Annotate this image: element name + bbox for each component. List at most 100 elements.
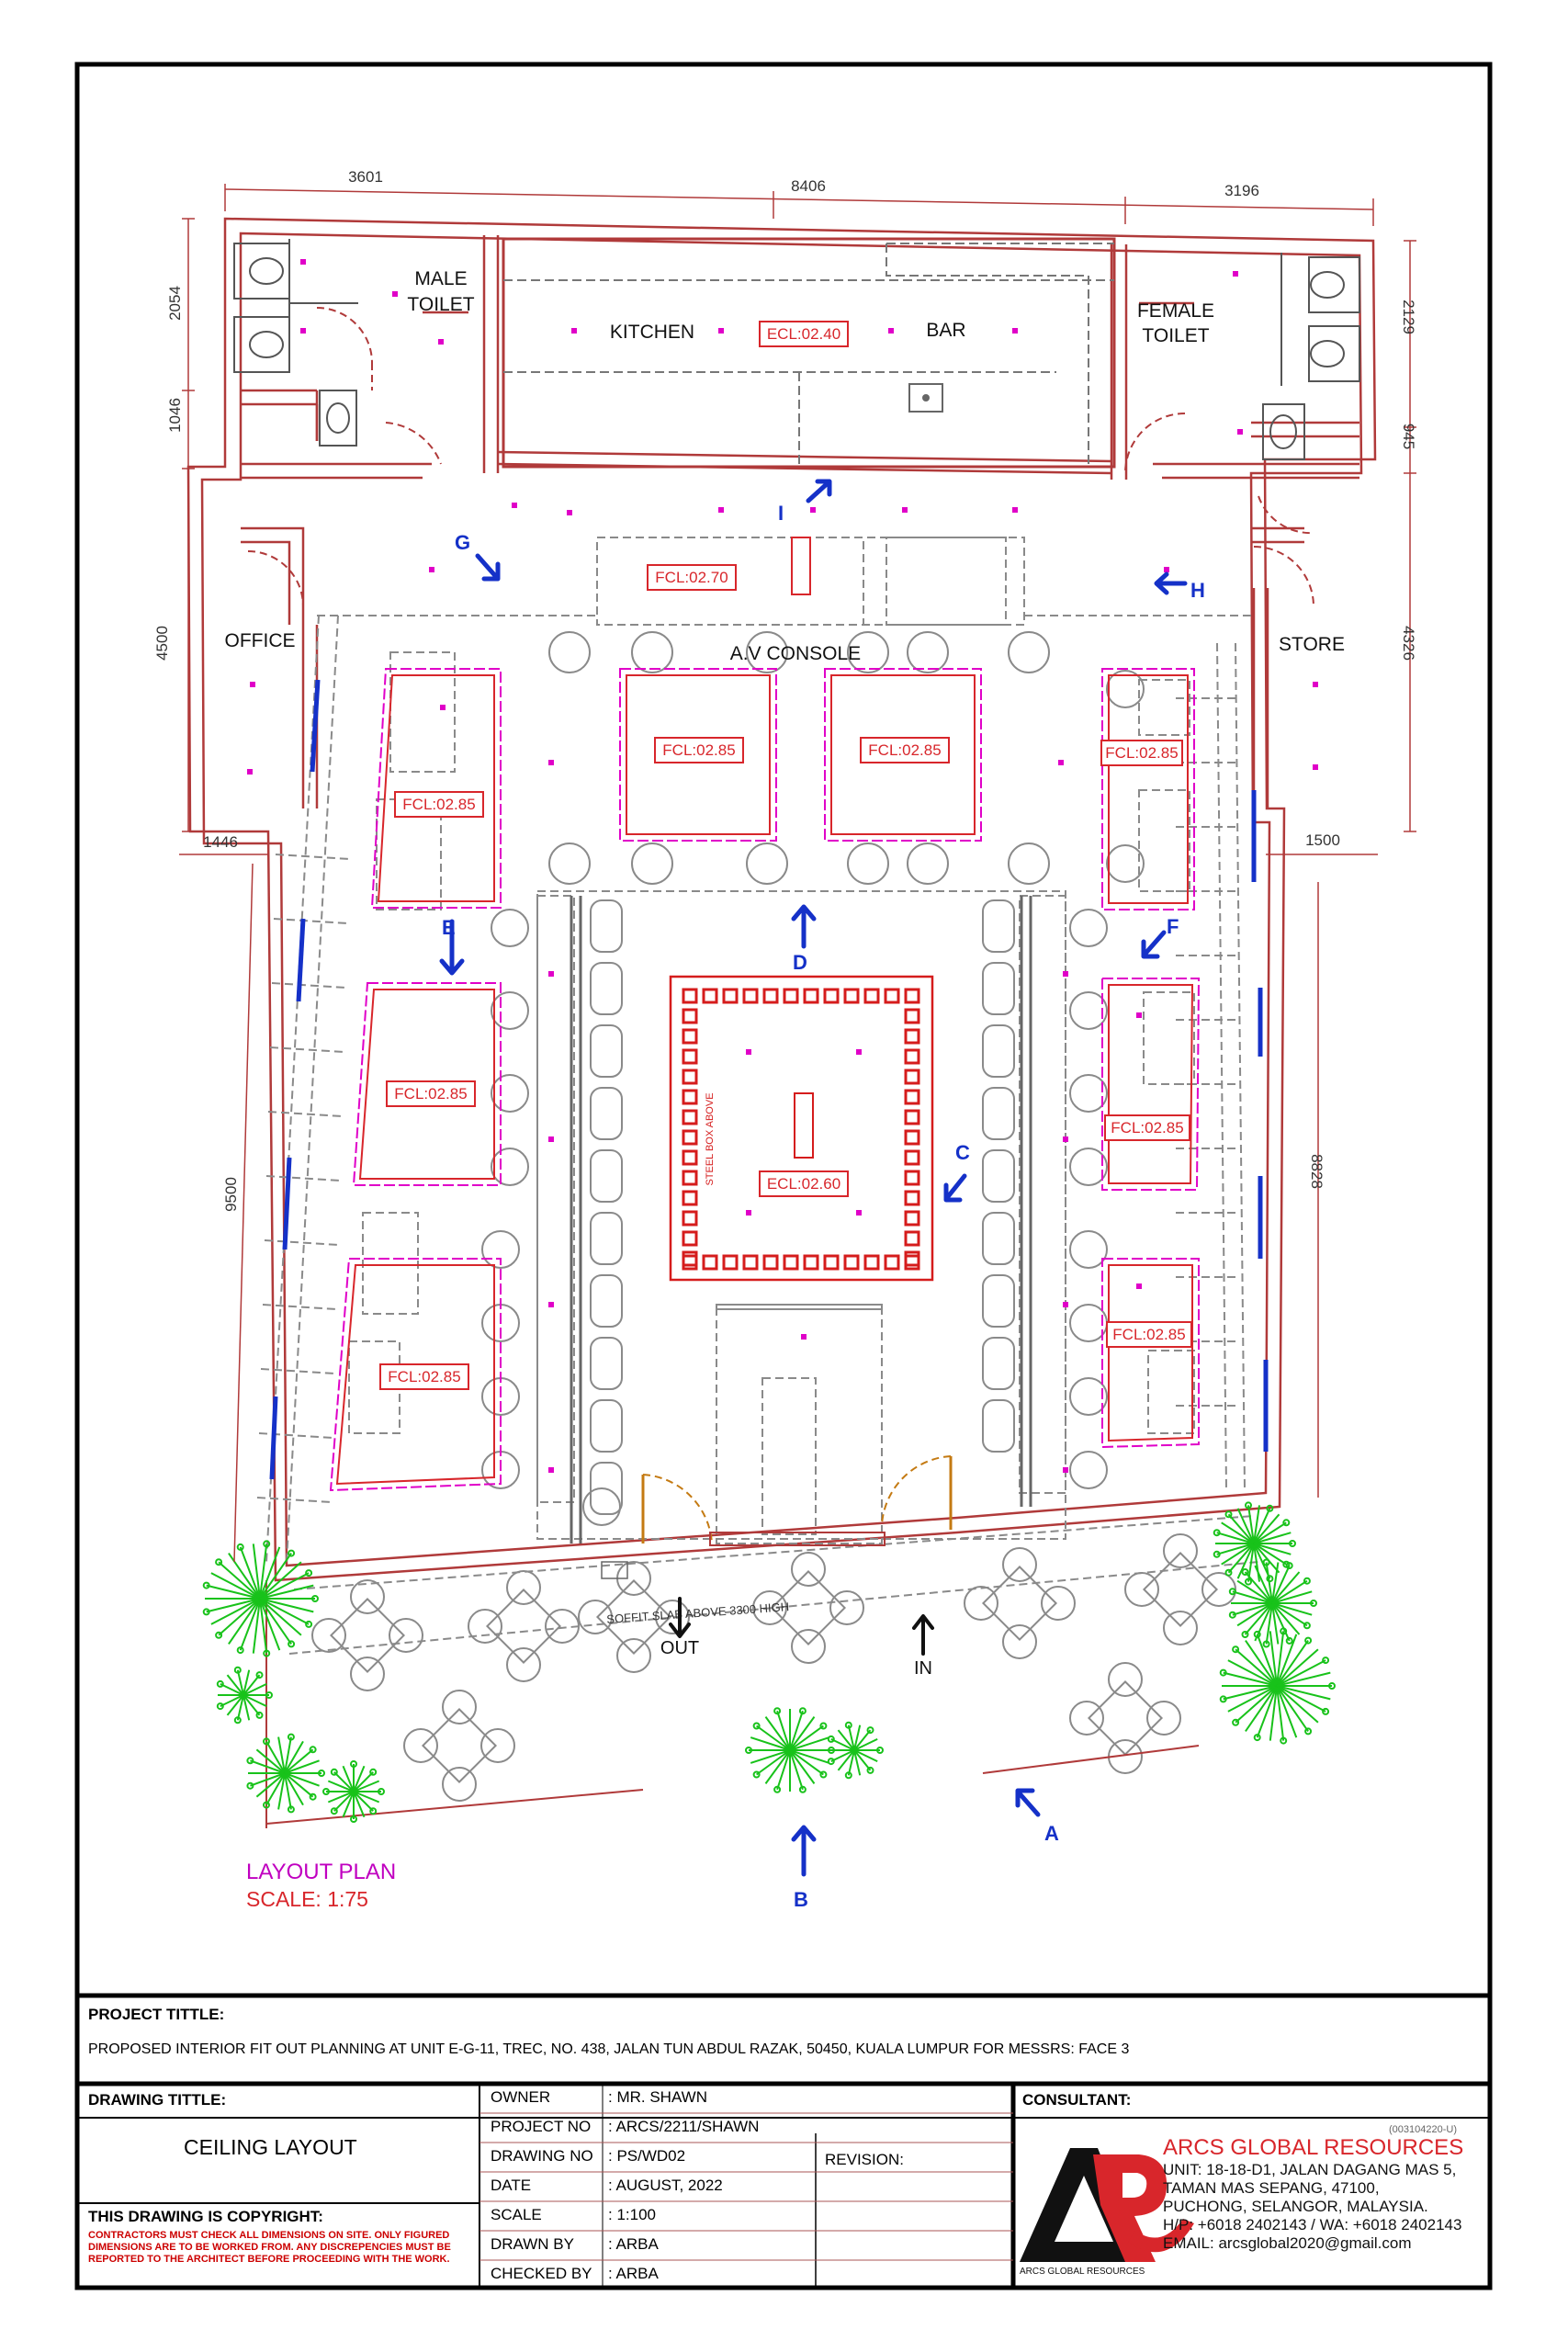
- ceiling-light: [571, 328, 577, 334]
- tree-branch: [259, 1572, 310, 1600]
- steel-tile: [904, 1210, 920, 1227]
- project-title: PROPOSED INTERIOR FIT OUT PLANNING AT UN…: [88, 2041, 1130, 2057]
- tree-branch: [1235, 1648, 1278, 1687]
- tree-branch: [1236, 1508, 1255, 1544]
- steel-tile: [904, 1254, 920, 1271]
- tree-leaf: [350, 1760, 357, 1768]
- tree-branch: [259, 1598, 314, 1613]
- tree-branch: [776, 1749, 791, 1791]
- tree-branch: [1223, 1685, 1278, 1701]
- tree-branch: [1253, 1543, 1292, 1555]
- steel-tile: [702, 1254, 718, 1271]
- ceiling-tags: ECL:02.40 FCL:02.70 FCL:02.85 FCL:02.85 …: [379, 321, 1192, 1390]
- tree-leaf: [1328, 1682, 1336, 1690]
- tree-leaf: [1232, 1645, 1240, 1654]
- out-label: OUT: [660, 1638, 699, 1658]
- steel-tile: [904, 1048, 920, 1065]
- tree-leaf: [305, 1569, 313, 1577]
- tree-leaf: [1282, 1519, 1291, 1527]
- steel-tile: [682, 1089, 698, 1105]
- tree-branch: [259, 1546, 281, 1600]
- tree-branch: [1245, 1685, 1278, 1732]
- tree-branch: [259, 1598, 310, 1625]
- tree-leaf: [819, 1722, 828, 1730]
- tree-branch: [327, 1791, 355, 1804]
- svg-text:F: F: [1167, 915, 1179, 938]
- svg-text:B: B: [794, 1888, 808, 1911]
- door-swings: [247, 307, 1314, 607]
- tree-branch: [853, 1724, 862, 1751]
- tree-leaf: [1219, 1695, 1227, 1703]
- steel-tile: [762, 988, 779, 1004]
- tree-leaf: [1262, 1640, 1270, 1648]
- tree-branch: [255, 1772, 286, 1798]
- ceiling-light: [567, 510, 572, 515]
- revision-label: REVISION:: [825, 2151, 904, 2168]
- tree-branch: [789, 1749, 816, 1784]
- tree-leaf: [350, 1815, 357, 1823]
- arcs-logo: [1020, 2148, 1194, 2262]
- tree-leaf: [1245, 1501, 1252, 1510]
- tree-branch: [284, 1772, 292, 1810]
- tree-leaf: [773, 1707, 782, 1715]
- tree-leaf: [1241, 1568, 1249, 1576]
- tree-branch: [284, 1740, 304, 1774]
- tree-leaf: [798, 1707, 807, 1715]
- tree-leaf: [378, 1788, 385, 1795]
- tree-branch: [210, 1598, 261, 1625]
- steel-tile: [682, 1069, 698, 1085]
- ceiling-light: [548, 760, 554, 765]
- ceiling-light: [718, 507, 724, 513]
- steel-tile: [904, 1069, 920, 1085]
- tree-leaf: [752, 1722, 761, 1730]
- tag-fcl-booth-7: FCL:02.85: [388, 1368, 460, 1385]
- tree-branch: [243, 1694, 251, 1721]
- tree-branch: [1245, 1640, 1278, 1687]
- tree-branch: [756, 1749, 791, 1776]
- ceiling-light: [1063, 1302, 1068, 1307]
- tree-branch: [837, 1749, 855, 1771]
- ceiling-lights: [247, 259, 1318, 1473]
- male-toilet-label-2: TOILET: [407, 294, 474, 315]
- field-value-6: : ARBA: [608, 2265, 659, 2282]
- ceiling-light: [1136, 1283, 1142, 1289]
- tree-branch: [255, 1748, 286, 1774]
- address-line-3: PUCHONG, SELANGOR, MALAYSIA.: [1163, 2198, 1428, 2215]
- tree-branch: [333, 1771, 355, 1792]
- steel-tile: [682, 1210, 698, 1227]
- svg-text:D: D: [793, 951, 807, 974]
- steel-tile: [682, 1170, 698, 1186]
- ceiling-light: [801, 1334, 807, 1340]
- tree-branch: [853, 1737, 878, 1751]
- field-value-0: : MR. SHAWN: [608, 2088, 707, 2106]
- tree-leaf: [369, 1807, 378, 1815]
- tree-branch: [1269, 1685, 1278, 1741]
- svg-text:1046: 1046: [166, 398, 184, 433]
- tree-branch: [243, 1674, 261, 1696]
- ceiling-booths: [329, 668, 1201, 1492]
- tree-leaf: [1253, 1630, 1261, 1638]
- steel-tile: [682, 1250, 698, 1267]
- store-label: STORE: [1279, 634, 1345, 655]
- ceiling-light: [548, 1136, 554, 1142]
- tree-branch: [243, 1694, 267, 1708]
- steel-box-label: STEEL BOX ABOVE: [705, 1092, 716, 1185]
- svg-text:945: 945: [1400, 424, 1417, 449]
- dimension-lines: [179, 184, 1416, 1563]
- steel-tile: [722, 1254, 739, 1271]
- tree-branch: [250, 1772, 286, 1787]
- tree-leaf: [876, 1747, 884, 1754]
- tree-leaf: [819, 1770, 828, 1779]
- ceiling-light: [1063, 971, 1068, 977]
- bar-label: BAR: [926, 320, 965, 341]
- tree-branch: [1256, 1685, 1278, 1738]
- steel-tile: [682, 1109, 698, 1125]
- ceiling-light: [548, 1302, 554, 1307]
- tree-leaf: [305, 1620, 313, 1628]
- tree-leaf: [1289, 1540, 1296, 1547]
- tree-branch: [756, 1724, 791, 1751]
- tree-leaf: [369, 1768, 378, 1776]
- tree-branch: [342, 1765, 355, 1792]
- office-label: OFFICE: [225, 630, 296, 651]
- steel-tile: [843, 988, 860, 1004]
